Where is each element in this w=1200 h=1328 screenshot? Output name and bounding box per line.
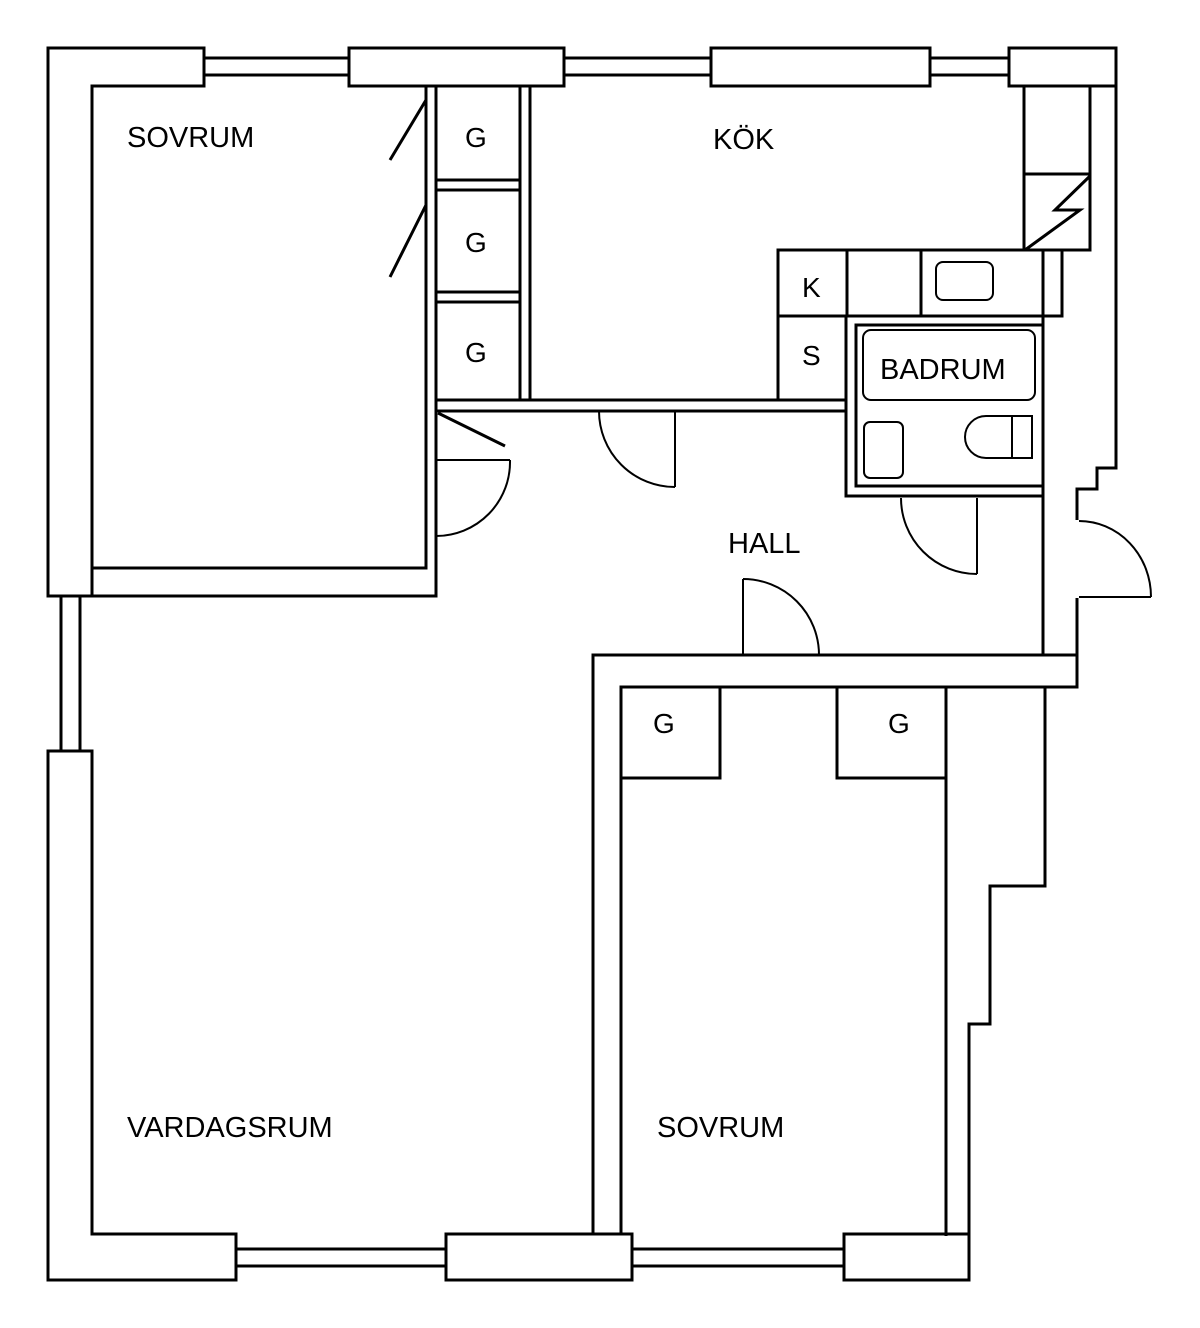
bathroom-inner-wall bbox=[854, 323, 1045, 488]
bathroom-outer-wall bbox=[844, 314, 1045, 498]
closet-label-g2: G bbox=[465, 227, 487, 258]
kitchen-unit-label-k: K bbox=[802, 272, 821, 303]
wall-right-outer bbox=[1075, 86, 1118, 520]
window-bottom-2 bbox=[630, 1247, 846, 1268]
closet-g4 bbox=[619, 685, 722, 780]
sink-icon bbox=[935, 261, 994, 301]
room-label-sovrum-top: SOVRUM bbox=[127, 122, 254, 154]
room-label-hall: HALL bbox=[728, 528, 801, 560]
kitchen-tall-unit bbox=[1022, 84, 1092, 252]
kitchen-door-arc bbox=[598, 410, 676, 488]
entrance-door-arc bbox=[1078, 520, 1152, 598]
washbasin-icon bbox=[863, 421, 904, 479]
wall-top-middle bbox=[347, 46, 566, 88]
closet-label-g5: G bbox=[888, 708, 910, 739]
wall-bottom-middle bbox=[444, 1232, 634, 1282]
kitchen-unit-label-s: S bbox=[802, 340, 821, 371]
window-top-1 bbox=[202, 56, 351, 77]
wall-top-right-corner bbox=[1007, 46, 1118, 88]
closet-divider-1 bbox=[434, 178, 522, 192]
closet-label-g1: G bbox=[465, 122, 487, 153]
closet-g5 bbox=[835, 685, 948, 780]
closet-label-g4: G bbox=[653, 708, 675, 739]
wardrobe-door-swing-2 bbox=[388, 204, 428, 278]
bathtub-icon bbox=[862, 329, 1036, 401]
wall-bottom-left-corner bbox=[46, 749, 238, 1282]
room-label-badrum: BADRUM bbox=[880, 354, 1006, 386]
wall-bottom-right bbox=[842, 1232, 971, 1282]
bathroom-door-arc bbox=[900, 497, 978, 575]
wardrobe-door-swing-1 bbox=[388, 99, 428, 161]
room-label-vardagsrum: VARDAGSRUM bbox=[127, 1112, 333, 1144]
closet-label-g3: G bbox=[465, 337, 487, 368]
electric-symbol-icon bbox=[1024, 174, 1092, 252]
wall-bedroom2-outer bbox=[591, 653, 1077, 1234]
room-label-kok: KÖK bbox=[713, 124, 775, 156]
window-bottom-1 bbox=[234, 1247, 448, 1268]
closet-divider-2 bbox=[434, 290, 522, 304]
bedroom1-door-leaf[interactable] bbox=[437, 411, 506, 448]
window-top-3 bbox=[928, 56, 1011, 77]
wall-top-right bbox=[709, 46, 932, 88]
window-left bbox=[59, 594, 82, 753]
wall-top-left-corner bbox=[46, 46, 206, 598]
toilet-icon bbox=[964, 415, 1033, 459]
wall-bedroom2-inner bbox=[619, 685, 1077, 1234]
bedroom1-door-arc bbox=[435, 459, 512, 537]
wall-right-lower bbox=[967, 598, 1079, 1280]
room-label-sovrum-bottom: SOVRUM bbox=[657, 1112, 784, 1144]
wall-bedroom1-bottom bbox=[92, 86, 438, 598]
window-top-2 bbox=[562, 56, 713, 77]
bedroom2-door-arc bbox=[742, 578, 820, 656]
